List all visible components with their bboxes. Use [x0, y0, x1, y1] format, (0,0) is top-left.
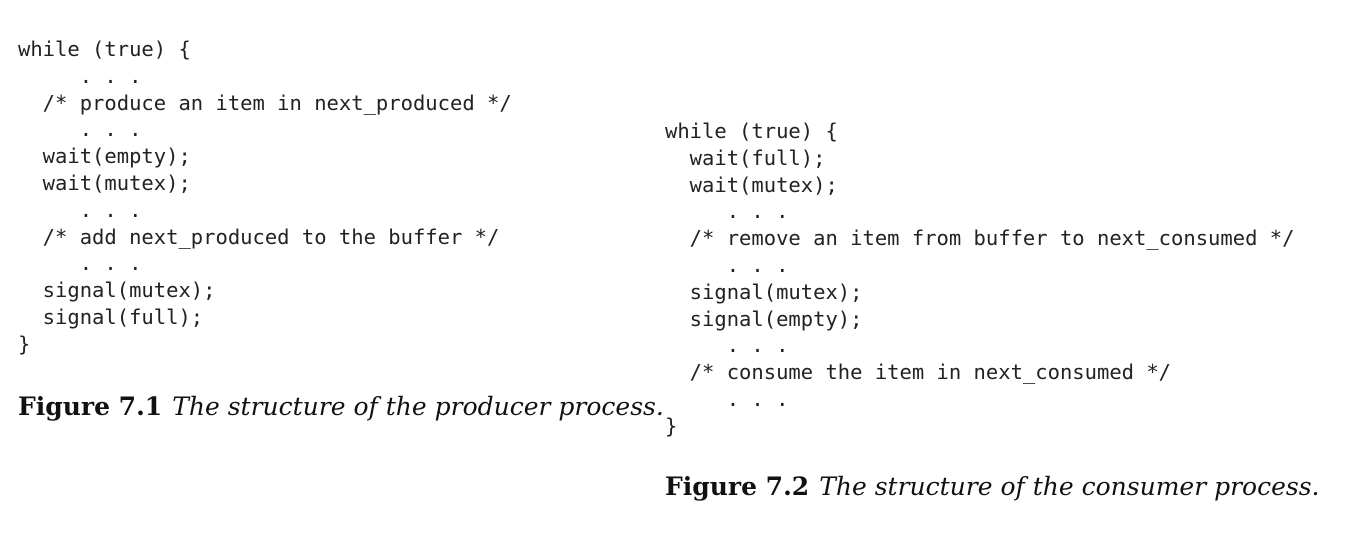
- figure-caption-text: The structure of the consumer process.: [819, 472, 1320, 501]
- code-line: wait(empty);: [18, 144, 191, 169]
- code-line: . . .: [665, 199, 789, 224]
- code-line: while (true) {: [665, 119, 838, 143]
- code-line: signal(empty);: [665, 306, 863, 331]
- code-line: /* add next_produced to the buffer */: [18, 224, 500, 249]
- code-line: . . .: [18, 117, 142, 142]
- code-line: . . .: [665, 333, 789, 358]
- code-line: /* consume the item in next_consumed */: [665, 360, 1172, 385]
- figure-7-1-caption: Figure 7.1 The structure of the producer …: [18, 392, 664, 421]
- figure-number: Figure 7.2: [665, 472, 810, 501]
- code-line: /* produce an item in next_produced */: [18, 90, 512, 115]
- code-line: signal(mutex);: [18, 278, 216, 303]
- producer-code-block: while (true) { . . . /* produce an item …: [18, 36, 512, 358]
- code-line: . . .: [665, 386, 789, 411]
- code-line: signal(mutex);: [665, 279, 863, 304]
- code-line: }: [18, 331, 31, 356]
- consumer-code-block: while (true) { wait(full); wait(mutex); …: [665, 118, 1294, 440]
- code-line: while (true) {: [18, 37, 191, 61]
- code-line: wait(mutex);: [18, 170, 191, 195]
- code-line: }: [665, 413, 678, 438]
- code-line: wait(mutex);: [665, 172, 838, 197]
- code-line: . . .: [18, 251, 142, 276]
- figure-caption-text: The structure of the producer process.: [172, 392, 664, 421]
- figure-7-2-caption: Figure 7.2 The structure of the consumer …: [665, 472, 1320, 501]
- code-line: wait(full);: [665, 145, 826, 170]
- code-line: . . .: [665, 252, 789, 277]
- code-line: /* remove an item from buffer to next_co…: [665, 226, 1295, 251]
- code-line: signal(full);: [18, 304, 204, 329]
- figure-number: Figure 7.1: [18, 392, 163, 421]
- code-line: . . .: [18, 197, 142, 222]
- code-line: . . .: [18, 63, 142, 88]
